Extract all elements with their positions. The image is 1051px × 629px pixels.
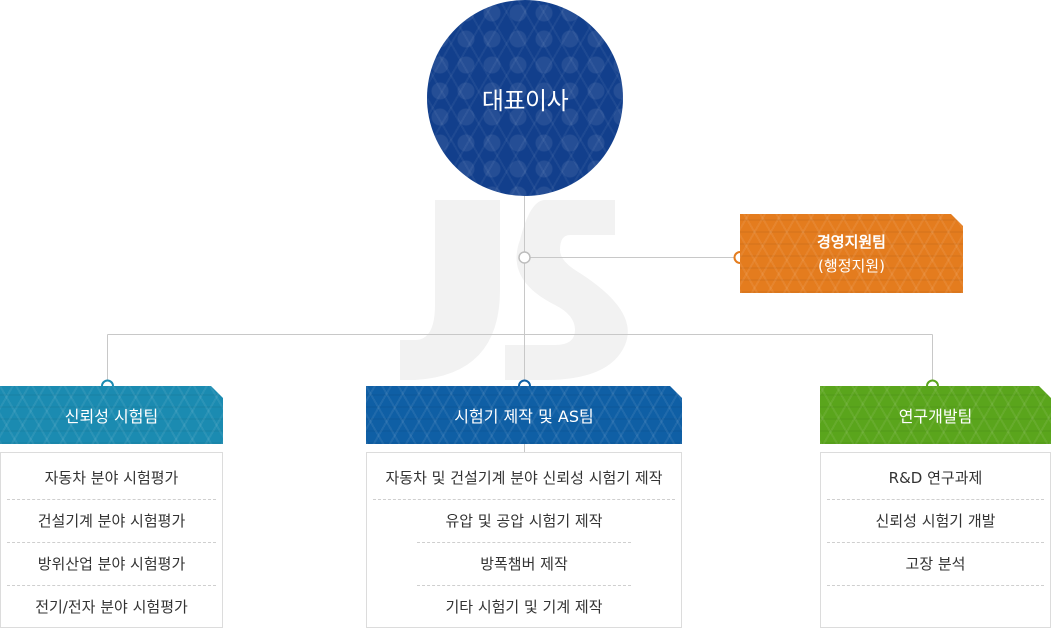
- list-item: R&D 연구과제: [827, 457, 1044, 500]
- team-header-manufacturing: 시험기 제작 및 AS팀: [366, 386, 682, 444]
- ceo-node: 대표이사: [427, 0, 623, 196]
- team-list-reliability: 자동차 분야 시험평가 건설기계 분야 시험평가 방위산업 분야 시험평가 전기…: [0, 452, 223, 628]
- ceo-label: 대표이사: [481, 86, 569, 115]
- list-item: 방위산업 분야 시험평가: [7, 543, 216, 586]
- team-list-rnd: R&D 연구과제 신뢰성 시험기 개발 고장 분석: [820, 452, 1051, 628]
- support-team-box: 경영지원팀 (행정지원): [740, 214, 963, 293]
- team-name: 시험기 제작 및 AS팀: [454, 407, 594, 426]
- list-item: 기타 시험기 및 기계 제작: [445, 598, 603, 616]
- support-team-name: 경영지원팀: [816, 232, 886, 251]
- list-item: 자동차 및 건설기계 분야 신뢰성 시험기 제작: [373, 457, 675, 500]
- team-name: 연구개발팀: [898, 407, 973, 426]
- list-item: 유압 및 공압 시험기 제작: [417, 500, 631, 543]
- support-team-sub: (행정지원): [818, 256, 885, 275]
- junction-node: [518, 251, 531, 264]
- team-header-rnd: 연구개발팀: [820, 386, 1051, 444]
- list-item: 자동차 분야 시험평가: [7, 457, 216, 500]
- list-item: 신뢰성 시험기 개발: [827, 500, 1044, 543]
- team-list-manufacturing: 자동차 및 건설기계 분야 신뢰성 시험기 제작 유압 및 공압 시험기 제작 …: [366, 452, 682, 628]
- list-item: 전기/전자 분야 시험평가: [35, 598, 188, 616]
- team-header-reliability: 신뢰성 시험팀: [0, 386, 223, 444]
- list-item: 건설기계 분야 시험평가: [7, 500, 216, 543]
- list-item: 고장 분석: [827, 543, 1044, 586]
- list-item: 방폭챔버 제작: [417, 543, 631, 586]
- team-name: 신뢰성 시험팀: [64, 407, 159, 426]
